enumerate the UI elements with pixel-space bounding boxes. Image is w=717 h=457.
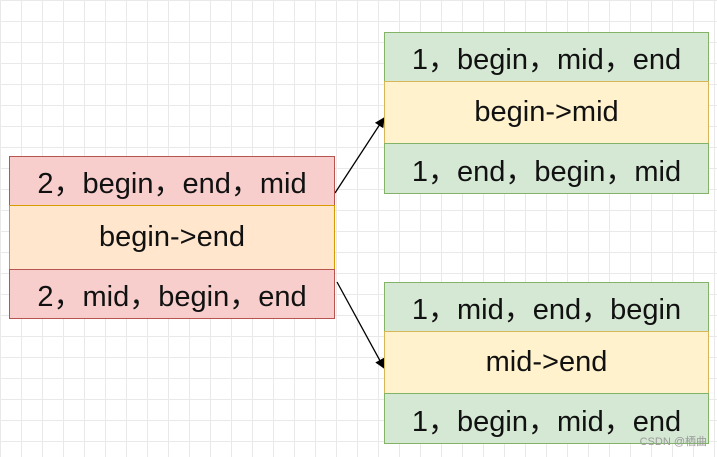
left-node: 2，begin，end，mid begin->end 2，mid，begin，e… — [9, 156, 335, 319]
watermark: CSDN @栖曲 — [639, 436, 707, 448]
right-bottom-node-middle: mid->end — [384, 331, 709, 394]
left-node-middle: begin->end — [9, 205, 335, 270]
right-top-node-bottom: 1，end，begin，mid — [384, 143, 709, 194]
right-top-node-top: 1，begin，mid，end — [384, 32, 709, 82]
right-top-node: 1，begin，mid，end begin->mid 1，end，begin，m… — [384, 32, 709, 194]
right-top-node-middle: begin->mid — [384, 81, 709, 144]
left-node-top: 2，begin，end，mid — [9, 156, 335, 206]
arrow-to-top-box — [334, 117, 385, 194]
right-bottom-node: 1，mid，end，begin mid->end 1，begin，mid，end — [384, 282, 709, 444]
arrow-to-bottom-box — [336, 281, 385, 369]
left-node-bottom: 2，mid，begin，end — [9, 269, 335, 319]
right-bottom-node-top: 1，mid，end，begin — [384, 282, 709, 332]
right-bottom-node-bottom: 1，begin，mid，end — [384, 393, 709, 444]
